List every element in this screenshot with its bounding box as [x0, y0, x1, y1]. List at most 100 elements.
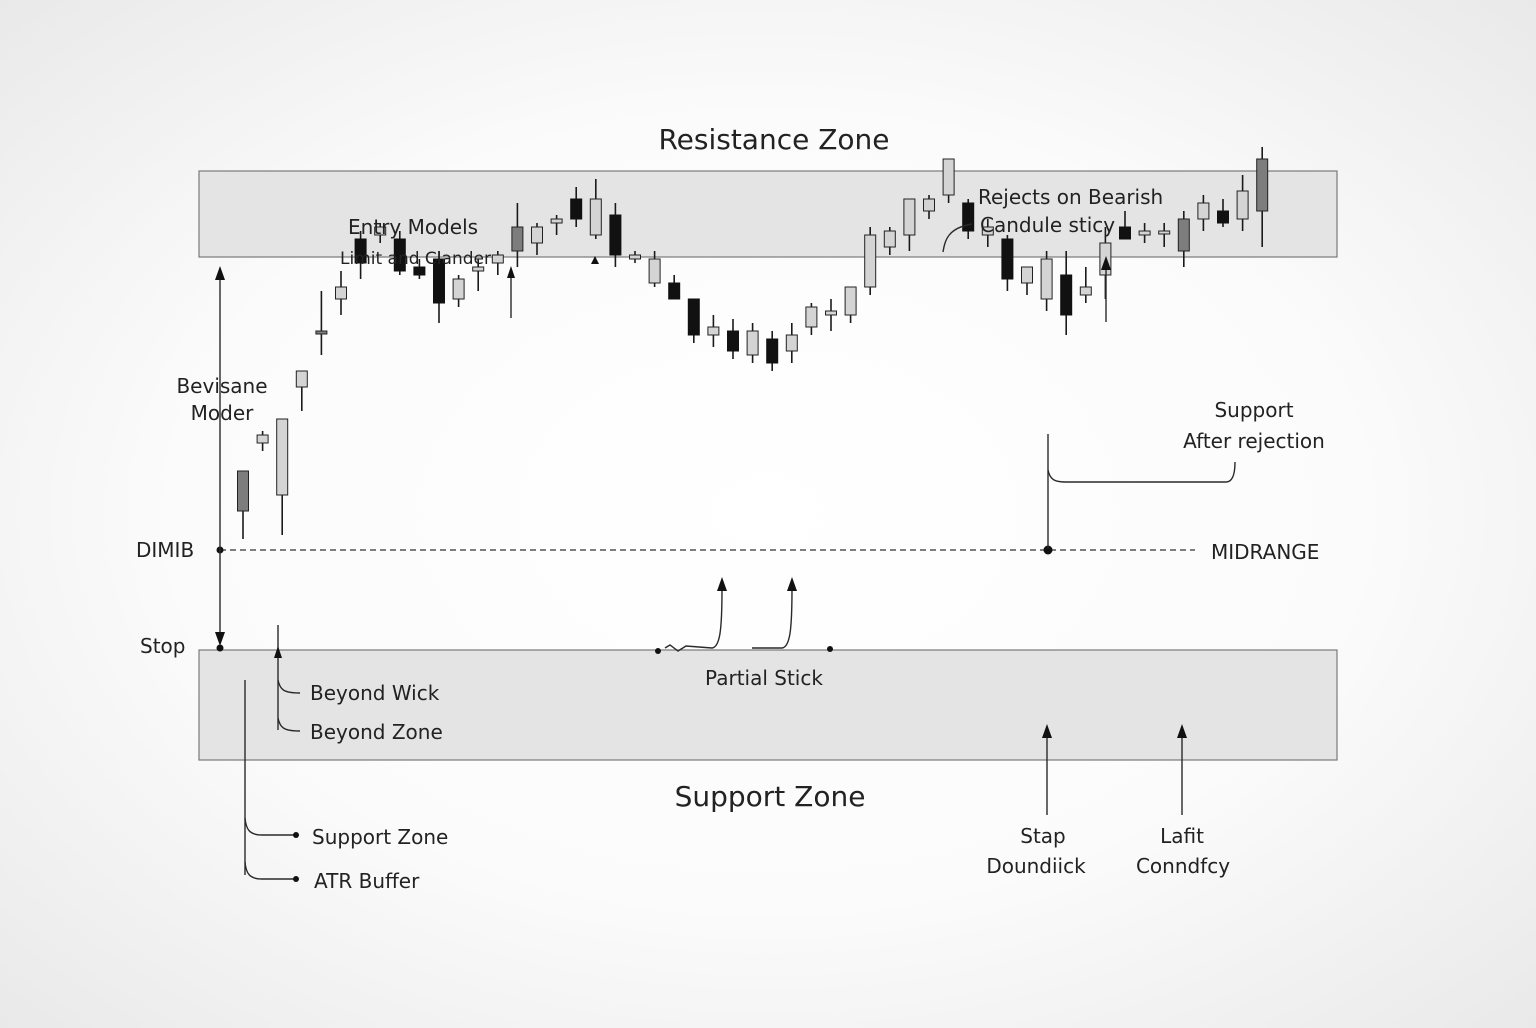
candle-body — [550, 218, 563, 224]
candle-body — [942, 158, 955, 196]
leader-dot — [293, 832, 299, 838]
arrow-up-icon — [1101, 256, 1111, 270]
candle-body — [295, 370, 308, 388]
arrow-up-icon — [787, 577, 797, 591]
candle-body — [589, 198, 602, 236]
partial-stick-label: Partial Stick — [705, 666, 823, 690]
support-zone — [198, 649, 1338, 761]
entry-models-sublabel: Limit and Clander — [340, 249, 491, 269]
arrow-up-icon — [274, 646, 282, 658]
candle-body — [1021, 266, 1033, 284]
partial-dot — [655, 648, 661, 654]
beyond-zone-leader — [277, 717, 301, 732]
bevisane-label: Bevisane — [176, 374, 267, 398]
candle-body — [1001, 238, 1014, 280]
resistance-zone — [198, 170, 1338, 258]
candle-body — [1236, 190, 1249, 220]
candle-body — [844, 286, 857, 316]
arrow-up-icon — [507, 266, 515, 278]
rejects-label: Rejects on Bearish — [978, 185, 1163, 209]
candle-body — [727, 330, 739, 352]
dimib-label: DIMIB — [136, 538, 194, 562]
candle-body — [687, 298, 700, 336]
candle-body — [354, 238, 367, 264]
stop-dot — [216, 644, 224, 652]
candle-body — [452, 278, 465, 300]
candle-body — [805, 306, 818, 328]
support-after-label: Support — [1214, 398, 1293, 422]
candle-body — [374, 226, 387, 236]
beyond-zone-label: Beyond Zone — [310, 720, 443, 744]
leader-dot — [293, 876, 299, 882]
candle-body — [883, 230, 896, 248]
arrow-up-icon — [1042, 724, 1052, 738]
lafit-label: Lafit — [1160, 824, 1204, 848]
candle-body — [472, 266, 485, 272]
partial-arrow-right — [752, 587, 793, 649]
beyond-wick-leader — [277, 679, 301, 694]
candle-body — [981, 226, 994, 236]
candle-body — [393, 238, 406, 272]
candlestick-series — [237, 147, 1269, 539]
atr-buffer-label: ATR Buffer — [314, 869, 420, 893]
candle-body — [1119, 226, 1131, 240]
stop-label: Stop — [140, 634, 185, 658]
candle-body — [746, 330, 759, 356]
support-after-bracket — [1047, 461, 1236, 483]
candle-body — [923, 198, 935, 212]
candle-body — [335, 286, 347, 300]
beyond-wick-label: Beyond Wick — [310, 681, 440, 705]
candle-body — [1217, 210, 1229, 224]
arrow-up-icon — [591, 256, 599, 264]
candle-body — [962, 202, 975, 232]
atr-buffer-leader — [244, 861, 294, 880]
bevisane-sublabel: Moder — [191, 401, 254, 425]
arrow-up-icon — [215, 266, 225, 280]
candle-body — [511, 226, 524, 252]
partial-arrow-left — [664, 587, 723, 652]
candle-body — [707, 326, 720, 336]
rejects-sublabel: Candule sticy — [980, 213, 1115, 237]
arrow-down-icon — [215, 632, 225, 646]
candle-body — [1079, 286, 1092, 296]
candle-body — [491, 254, 504, 264]
partial-dot — [827, 646, 833, 652]
candle-body — [256, 434, 269, 444]
candle-body — [531, 226, 543, 244]
support-zone-title: Support Zone — [675, 780, 866, 813]
candle-body — [413, 266, 426, 276]
candle-body — [903, 198, 916, 236]
candle-body — [1256, 158, 1269, 212]
arrow-up-icon — [717, 577, 727, 591]
candle-body — [1138, 230, 1151, 236]
candle-body — [785, 334, 798, 352]
candle-body — [1197, 202, 1210, 220]
rejects-leader — [942, 223, 973, 253]
support-after-sublabel: After rejection — [1183, 429, 1325, 453]
candle-body — [276, 418, 289, 496]
midrange-dot-right — [1043, 545, 1053, 555]
stap-label: Stap — [1020, 824, 1066, 848]
candle-body — [766, 338, 779, 364]
candle-body — [1177, 218, 1190, 252]
candle-body — [1040, 258, 1053, 300]
support-zone-leader — [244, 817, 294, 836]
support-zone-note: Support Zone — [312, 825, 448, 849]
entry-models-label: Entry Models — [348, 215, 478, 239]
candle-body — [433, 258, 445, 304]
candle-body — [864, 234, 877, 288]
candle-body — [1060, 274, 1073, 316]
candle-body — [1158, 230, 1171, 235]
candle-body — [825, 310, 837, 316]
candle-body — [570, 198, 583, 220]
resistance-zone-title: Resistance Zone — [658, 123, 889, 156]
midrange-label: MIDRANGE — [1211, 540, 1319, 564]
candle-body — [237, 470, 249, 512]
candle-body — [648, 258, 661, 284]
candle-body — [668, 282, 681, 300]
arrow-up-icon — [1177, 724, 1187, 738]
candle-body — [629, 254, 641, 260]
candle-body — [609, 214, 622, 256]
